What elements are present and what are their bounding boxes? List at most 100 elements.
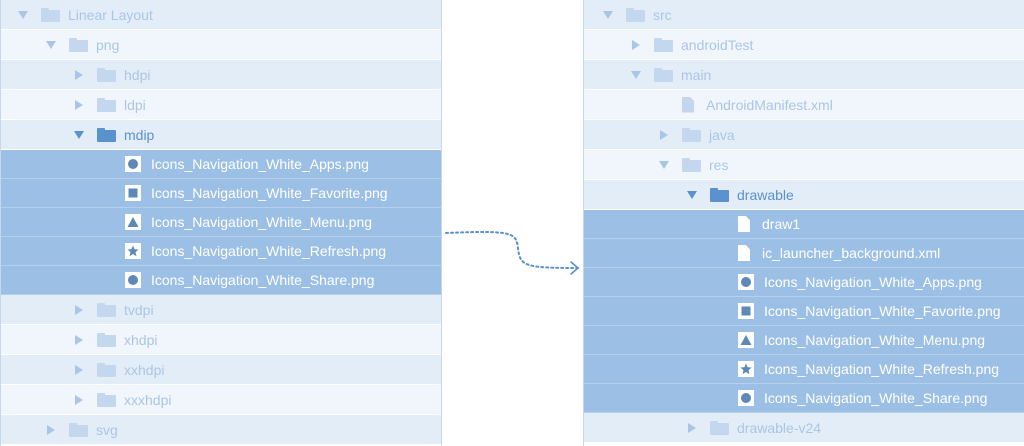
tree-item-label: Icons_Navigation_White_Favorite.png	[151, 185, 388, 201]
tree-item-label: xxxhdpi	[124, 391, 172, 408]
tree-file-row[interactable]: Icons_Navigation_White_Refresh.png	[584, 355, 1024, 384]
tree-folder-row[interactable]: Linear Layout	[1, 0, 441, 29]
tree-item-label: Icons_Navigation_White_Refresh.png	[764, 361, 1000, 377]
chevron-down-icon[interactable]	[45, 39, 57, 51]
chevron-right-icon[interactable]	[658, 129, 670, 141]
tree-folder-row[interactable]: androidTest	[584, 30, 1024, 59]
tree-item-label: drawable	[737, 186, 794, 203]
tree-item-label: draw1	[762, 216, 801, 232]
chevron-down-icon[interactable]	[73, 129, 85, 141]
circle-icon	[125, 272, 141, 288]
chevron-right-icon[interactable]	[73, 304, 85, 316]
tree-item-label: AndroidManifest.xml	[706, 96, 833, 113]
chevron-down-icon[interactable]	[658, 159, 670, 171]
tree-item-label: Icons_Navigation_White_Favorite.png	[764, 303, 1001, 319]
tree-file-row[interactable]: Icons_Navigation_White_Share.png	[1, 266, 441, 295]
tree-file-row[interactable]: Icons_Navigation_White_Apps.png	[1, 150, 441, 179]
tree-item-label: res	[709, 156, 729, 173]
folder-icon	[682, 157, 701, 172]
chevron-down-icon[interactable]	[630, 69, 642, 81]
chevron-down-icon[interactable]	[17, 9, 29, 21]
folder-icon	[97, 392, 116, 407]
tree-item-label: main	[681, 66, 712, 83]
tree-file-row[interactable]: AndroidManifest.xml	[584, 90, 1024, 119]
chevron-down-icon[interactable]	[686, 189, 698, 201]
circle-icon	[738, 390, 754, 406]
tree-folder-row[interactable]: xxhdpi	[1, 355, 441, 384]
tree-file-row[interactable]: Icons_Navigation_White_Favorite.png	[584, 297, 1024, 326]
tree-file-row[interactable]: Icons_Navigation_White_Menu.png	[584, 326, 1024, 355]
star-icon	[738, 361, 754, 377]
tree-file-row[interactable]: Icons_Navigation_White_Refresh.png	[1, 237, 441, 266]
folder-icon	[97, 362, 116, 377]
tree-folder-row[interactable]: drawable-v24	[584, 413, 1024, 442]
tree-folder-row[interactable]: drawable	[584, 180, 1024, 209]
tree-item-label: hdpi	[124, 66, 151, 83]
star-icon	[125, 243, 141, 259]
tree-folder-row[interactable]: mdip	[1, 120, 441, 149]
tree-item-label: xxhdpi	[124, 361, 165, 378]
triangle-icon	[738, 332, 754, 348]
tree-item-label: Icons_Navigation_White_Apps.png	[764, 274, 982, 290]
tree-item-label: svg	[96, 421, 118, 438]
tree-file-row[interactable]: Icons_Navigation_White_Share.png	[584, 384, 1024, 413]
chevron-right-icon[interactable]	[73, 99, 85, 111]
chevron-right-icon[interactable]	[73, 69, 85, 81]
tree-file-row[interactable]: Icons_Navigation_White_Menu.png	[1, 208, 441, 237]
tree-item-label: drawable-v24	[737, 419, 822, 436]
tree-item-label: Icons_Navigation_White_Share.png	[764, 390, 988, 406]
tree-folder-row[interactable]: hdpi	[1, 60, 441, 89]
file-icon	[682, 96, 694, 113]
folder-icon	[97, 127, 116, 142]
tree-item-label: Icons_Navigation_White_Menu.png	[151, 214, 373, 230]
tree-folder-row[interactable]: ldpi	[1, 90, 441, 119]
triangle-icon	[125, 214, 141, 230]
chevron-right-icon[interactable]	[630, 39, 642, 51]
tree-item-label: tvdpi	[124, 301, 154, 318]
tree-folder-row[interactable]: main	[584, 60, 1024, 89]
folder-icon	[654, 37, 673, 52]
tree-file-row[interactable]: Icons_Navigation_White_Apps.png	[584, 268, 1024, 297]
tree-folder-row[interactable]: xxxhdpi	[1, 385, 441, 414]
tree-folder-row[interactable]: res	[584, 150, 1024, 179]
tree-folder-row[interactable]: xhdpi	[1, 325, 441, 354]
tree-item-label: Icons_Navigation_White_Menu.png	[764, 332, 986, 348]
folder-icon	[710, 420, 729, 435]
chevron-right-icon[interactable]	[73, 334, 85, 346]
folder-icon	[97, 302, 116, 317]
folder-icon	[41, 7, 60, 22]
tree-item-label: src	[653, 6, 672, 23]
tree-item-label: mdip	[124, 126, 155, 143]
tree-folder-row[interactable]: png	[1, 30, 441, 59]
folder-icon	[626, 7, 645, 22]
chevron-right-icon[interactable]	[45, 424, 57, 436]
square-icon	[125, 185, 141, 201]
folder-icon	[710, 187, 729, 202]
tree-item-label: xhdpi	[124, 331, 158, 348]
tree-file-row[interactable]: Icons_Navigation_White_Favorite.png	[1, 179, 441, 208]
tree-folder-row[interactable]: svg	[1, 415, 441, 444]
chevron-right-icon[interactable]	[686, 422, 698, 434]
folder-icon	[97, 97, 116, 112]
tree-file-row[interactable]: ic_launcher_background.xml	[584, 239, 1024, 268]
tree-item-label: Icons_Navigation_White_Apps.png	[151, 156, 369, 172]
tree-item-label: Icons_Navigation_White_Refresh.png	[151, 243, 387, 259]
folder-icon	[69, 37, 88, 52]
tree-item-label: Icons_Navigation_White_Share.png	[151, 272, 375, 288]
tree-folder-row[interactable]: java	[584, 120, 1024, 149]
tree-file-row[interactable]: draw1	[584, 210, 1024, 239]
tree-folder-row[interactable]: tvdpi	[1, 295, 441, 324]
chevron-right-icon[interactable]	[73, 394, 85, 406]
tree-folder-row[interactable]: src	[584, 0, 1024, 29]
tree-item-label: ldpi	[124, 96, 146, 113]
folder-icon	[654, 67, 673, 82]
folder-icon	[97, 67, 116, 82]
chevron-down-icon[interactable]	[602, 9, 614, 21]
file-icon	[738, 245, 750, 261]
folder-icon	[97, 332, 116, 347]
chevron-right-icon[interactable]	[73, 364, 85, 376]
circle-icon	[125, 156, 141, 172]
square-icon	[738, 303, 754, 319]
